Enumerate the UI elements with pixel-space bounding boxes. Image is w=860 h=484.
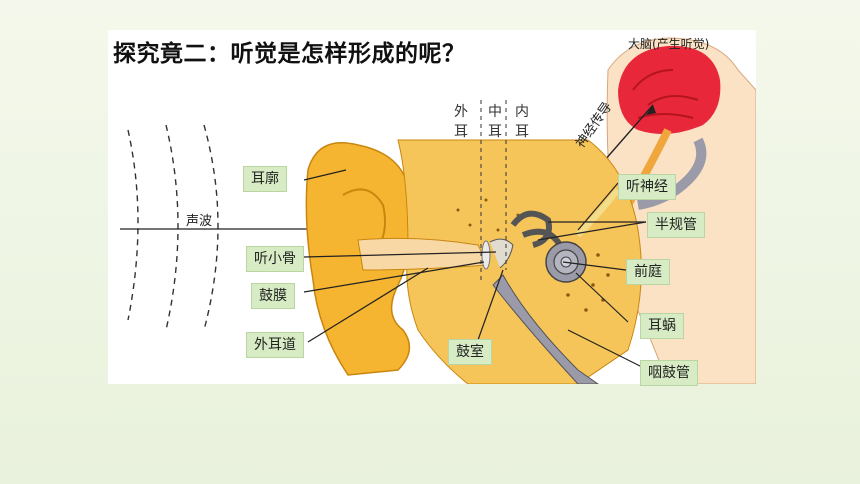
inner-ear-char-1: 内 [515,104,529,120]
label-eardrum: 鼓膜 [251,283,295,309]
sound-wave-arcs [127,124,219,331]
middle-ear-char-2: 耳 [488,124,502,140]
label-vestibule: 前庭 [626,259,670,285]
ear-diagram-figure [108,30,756,384]
ear-anatomy-illustration [120,37,756,384]
middle-ear-char-1: 中 [488,104,502,120]
auricle-shape [305,142,412,376]
label-semicircular-canals: 半规管 [647,212,705,238]
middle-ear-region-label: 中 耳 [487,102,503,142]
inner-ear-char-2: 耳 [515,124,529,140]
label-auditory-nerve: 听神经 [618,174,676,200]
outer-ear-char-2: 耳 [454,124,468,140]
outer-ear-char-1: 外 [454,104,468,120]
label-eustachian-tube: 咽鼓管 [640,360,698,386]
brain-label: 大脑(产生听觉) [628,37,710,51]
label-ear-canal: 外耳道 [246,332,304,358]
inner-ear-region-label: 内 耳 [514,102,530,142]
outer-ear-region-label: 外 耳 [453,102,469,142]
label-ossicles: 听小骨 [246,246,304,272]
page-title: 探究竟二：听觉是怎样形成的呢？ [113,40,466,67]
brain-shape [618,45,721,134]
label-auricle: 耳廓 [243,166,287,192]
sound-wave-label: 声波 [186,214,213,229]
label-cochlea: 耳蜗 [640,313,684,339]
label-tympanic-cavity: 鼓室 [448,339,492,365]
